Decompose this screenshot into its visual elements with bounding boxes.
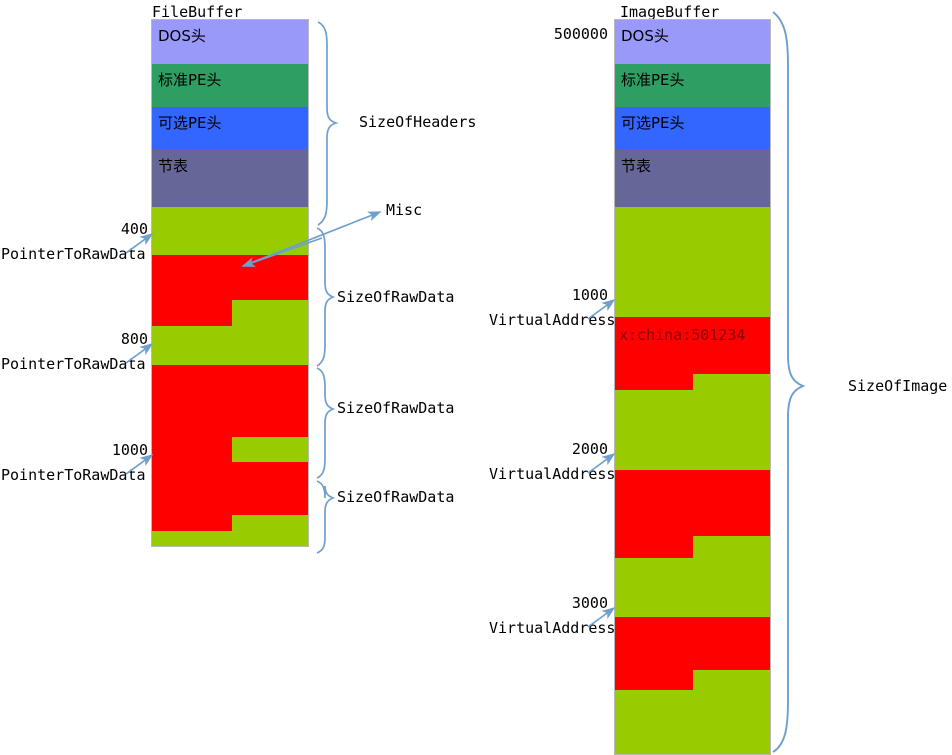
ib-section1-data-tail [615, 374, 693, 390]
ib-section2-data-main [615, 470, 770, 536]
fb-section2-rawdata-tail [152, 437, 232, 462]
ib-brace-sizeofimage [772, 11, 806, 753]
image-buffer-column [614, 19, 771, 755]
fb-label-standard-pe-header: 标准PE头 [158, 71, 222, 89]
fb-pointer-name-2: PointerToRawData [1, 466, 146, 484]
fb-offset-value-1: 800 [120, 330, 148, 348]
ib-offset-value-1: 2000 [571, 440, 608, 458]
ib-pointer-name-0: VirtualAddress [489, 311, 616, 329]
ib-section2-data-tail [615, 536, 693, 558]
image-buffer-title: ImageBuffer [620, 3, 720, 21]
fb-label-dos-header: DOS头 [158, 27, 206, 45]
fb-band-section-table [152, 149, 308, 207]
fb-band-optional-pe-header [152, 107, 308, 149]
fb-band-standard-pe-header [152, 64, 308, 107]
fb-annotation-misc: Misc [386, 201, 423, 219]
fb-section2-rawdata-main [152, 365, 308, 437]
ib-band-dos-header [615, 20, 770, 64]
fb-brace-sizeofrawdata-0 [316, 227, 336, 367]
ib-label-optional-pe-header: 可选PE头 [621, 114, 685, 132]
fb-offset-value-2: 1000 [111, 441, 148, 459]
fb-brace-label-sizeofrawdata-0: SizeOfRawData [337, 288, 455, 306]
ib-band-standard-pe-header [615, 64, 770, 107]
ib-section3-data-main [615, 617, 770, 670]
ib-pointer-name-1: VirtualAddress [489, 465, 616, 483]
fb-offset-value-0: 400 [120, 220, 148, 238]
fb-section3-rawdata-main [152, 462, 308, 515]
fb-brace-sizeofheaders [317, 21, 339, 226]
ib-pointer-name-2: VirtualAddress [489, 619, 616, 637]
fb-section1-rawdata-tail [152, 300, 232, 326]
fb-brace-sizeofrawdata-2 [316, 480, 336, 554]
ib-label-standard-pe-header: 标准PE头 [621, 71, 685, 89]
fb-band-dos-header [152, 20, 308, 64]
fb-pointer-name-1: PointerToRawData [1, 355, 146, 373]
file-buffer-column [151, 19, 309, 547]
ib-brace-label-sizeofimage: SizeOfImage [848, 377, 948, 395]
ib-base-address: 500000 [553, 25, 608, 43]
fb-label-section-table: 节表 [158, 157, 189, 175]
fb-brace-sizeofrawdata-1 [316, 367, 336, 479]
file-buffer-title: FileBuffer [152, 3, 243, 21]
ib-section3-data-tail [615, 670, 693, 690]
ib-offset-value-0: 1000 [571, 286, 608, 304]
ib-label-section-table: 节表 [621, 157, 652, 175]
fb-brace-label-sizeofrawdata-2: SizeOfRawData [337, 488, 455, 506]
ib-band-section-table [615, 149, 770, 207]
ib-section1-data-main [615, 317, 770, 374]
ib-label-dos-header: DOS头 [621, 27, 669, 45]
ib-inner-note: x:china:501234 [619, 326, 746, 344]
fb-label-optional-pe-header: 可选PE头 [158, 114, 222, 132]
fb-brace-label-sizeofheaders: SizeOfHeaders [359, 113, 477, 131]
fb-section3-rawdata-tail [152, 515, 232, 531]
fb-section1-rawdata-main [152, 255, 308, 300]
fb-pointer-name-0: PointerToRawData [1, 245, 146, 263]
ib-offset-value-2: 3000 [571, 594, 608, 612]
fb-brace-label-sizeofrawdata-1: SizeOfRawData [337, 399, 455, 417]
ib-band-optional-pe-header [615, 107, 770, 149]
